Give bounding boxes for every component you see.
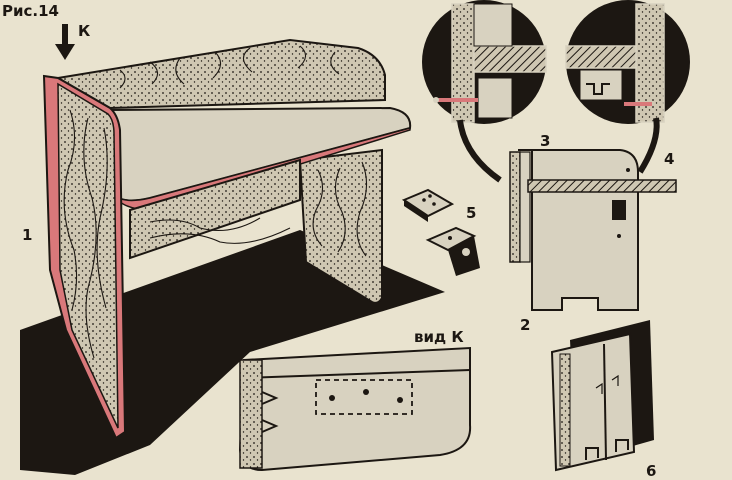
detail-circle-left [422, 0, 547, 124]
side-view-drawing: 3 4 2 [509, 132, 677, 334]
front-apron [129, 158, 301, 260]
label-part-5: 5 [466, 204, 476, 222]
side-panel-outline [518, 149, 639, 311]
label-part-6: 6 [646, 462, 656, 480]
right-leg-panel [298, 148, 383, 304]
label-part-1: 1 [22, 226, 32, 244]
detail-circle-right [565, 0, 690, 124]
view-k-panel [238, 346, 472, 472]
label-part-3: 3 [540, 132, 550, 150]
bracket-parts: 5 [401, 188, 480, 276]
view-k-caption: вид К [414, 328, 464, 346]
label-part-4: 4 [664, 150, 674, 168]
bracket-plate [401, 188, 455, 218]
folded-view-drawing: 6 [550, 320, 656, 480]
label-part-2: 2 [520, 316, 530, 334]
back-panel [55, 38, 386, 110]
figure-title: Рис.14 [2, 2, 59, 20]
view-arrow [55, 24, 75, 60]
floor-shadow [20, 230, 445, 475]
pointer-right [637, 117, 660, 174]
view-arrow-label: К [78, 22, 91, 40]
folded-front-panel [550, 332, 636, 472]
angle-bracket [425, 226, 480, 276]
desk-illustration: 1 [20, 38, 445, 475]
pointer-left [457, 119, 502, 183]
view-k-drawing: вид К [238, 328, 472, 472]
